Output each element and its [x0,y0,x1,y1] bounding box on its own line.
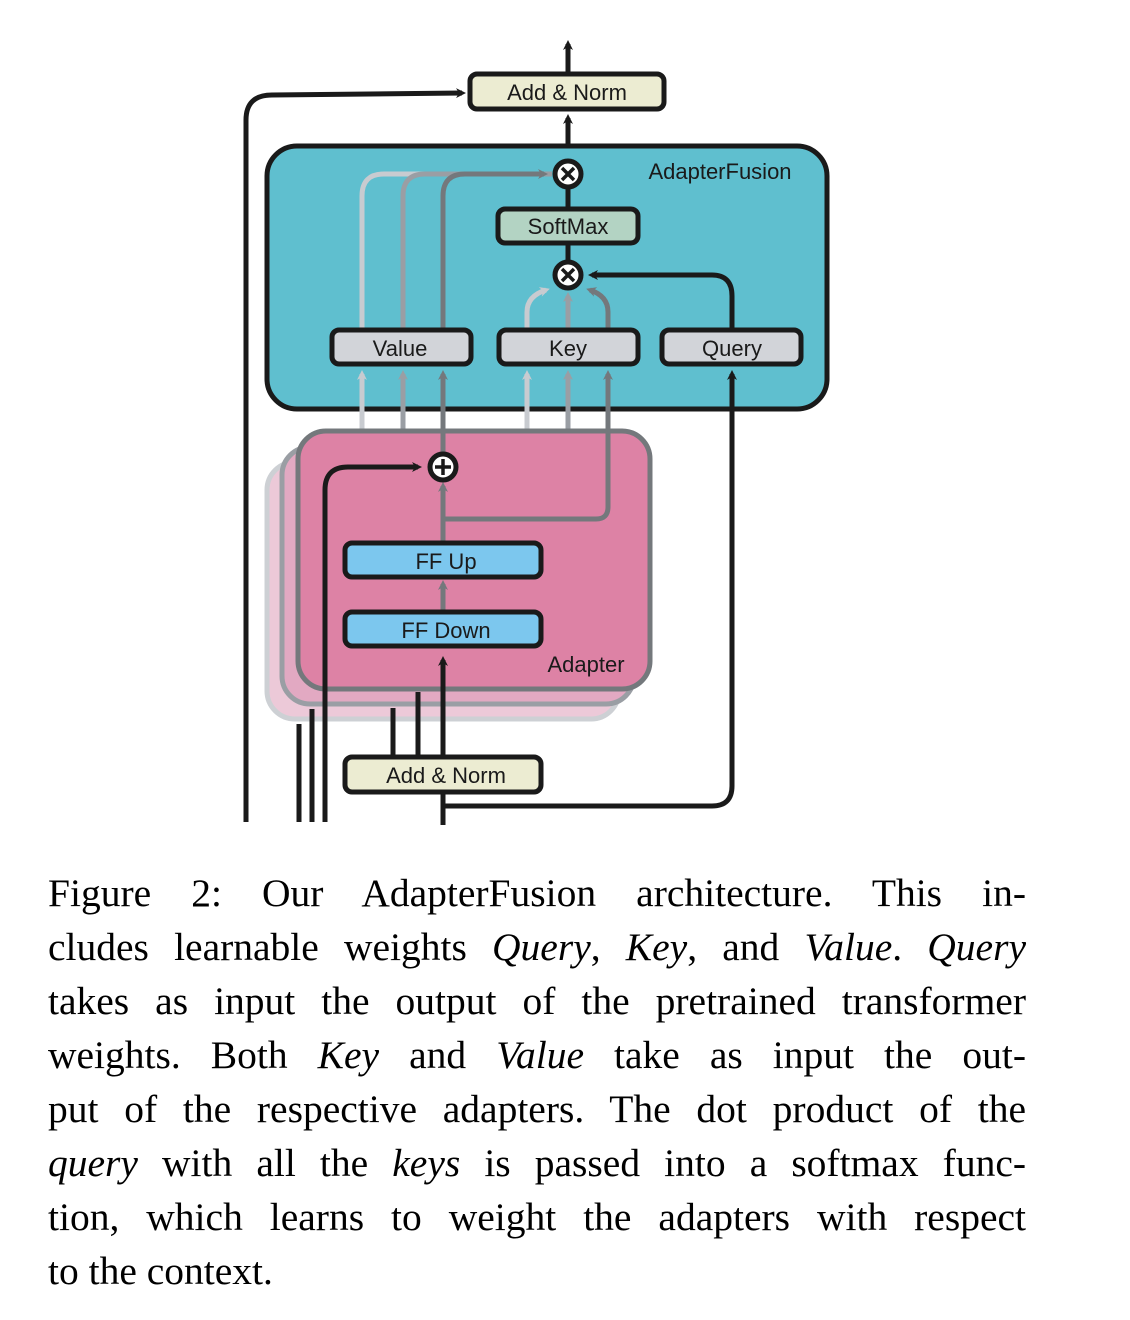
caption-italic-term: Value [804,925,893,969]
caption-line: Figure 2: Our AdapterFusion architecture… [48,866,1026,920]
ff-down-label: FF Down [401,618,490,643]
top-add-norm-box: Add & Norm [467,71,667,112]
caption-text: put of the respective adapters. The dot … [48,1087,1026,1131]
caption-text: , [590,925,626,969]
caption-text: tion, which learns to weight the adapter… [48,1195,1026,1239]
adapter-label: Adapter [547,652,624,677]
caption-text: is passed into a softmax func- [460,1141,1026,1185]
caption-text: cludes learnable weights [48,925,493,969]
caption-italic-term: Query [492,925,591,969]
value-output-line-dark [440,169,548,332]
caption-text: , and [687,925,805,969]
caption-italic-term: Key [317,1033,380,1077]
query-output-arrow [588,270,735,332]
ff-up-label: FF Up [415,549,476,574]
adapter3-to-key-line [443,370,613,522]
caption-italic-term: keys [392,1141,461,1185]
ff-up-box: FF Up [342,540,544,580]
caption-line: put of the respective adapters. The dot … [48,1082,1026,1136]
caption-line: takes as input the output of the pretrai… [48,974,1026,1028]
adapterfusion-label: AdapterFusion [648,159,791,184]
caption-text: Figure 2: Our AdapterFusion architecture… [48,871,1026,915]
input-to-query-arrow [443,370,737,809]
bottom-add-norm-box: Add & Norm [342,754,544,795]
adapter-skip-connection-arrow [322,462,422,822]
caption-text: takes as input the output of the pretrai… [48,979,1026,1023]
query-box: Query [659,327,804,367]
multiply-operator-top [552,158,584,190]
caption-line: cludes learnable weights Query, Key, and… [48,920,1026,974]
caption-text: with all the [137,1141,393,1185]
caption-italic-term: Query [927,925,1026,969]
value-box: Value [329,327,474,367]
caption-text: weights. Both [48,1033,318,1077]
key-label: Key [549,336,587,361]
figure-caption: Figure 2: Our AdapterFusion architecture… [48,866,1026,1298]
caption-text: . [892,925,928,969]
add-operator [427,451,459,483]
caption-italic-term: Value [496,1033,584,1077]
ff-down-box: FF Down [342,609,544,649]
query-label: Query [702,336,762,361]
caption-italic-term: query [48,1141,138,1185]
caption-line: tion, which learns to weight the adapter… [48,1190,1026,1244]
adapterfusion-diagram: Add & Norm AdapterFusion SoftMax Value K… [243,40,830,825]
key-output-line-light [524,287,550,332]
multiply-operator-bottom [552,259,584,291]
caption-text: take as input the out- [583,1033,1026,1077]
value-output-line-mid [400,171,552,332]
caption-text: to the context. [48,1249,273,1293]
softmax-box: SoftMax [495,206,641,246]
value-label: Value [373,336,428,361]
key-output-line-dark [586,287,611,332]
top-add-norm-label: Add & Norm [507,80,627,105]
bottom-add-norm-label: Add & Norm [386,763,506,788]
caption-line: weights. Both Key and Value take as inpu… [48,1028,1026,1082]
adapterfusion-region [264,143,830,412]
softmax-label: SoftMax [528,214,609,239]
residual-connection-arrow [243,88,466,822]
caption-line: query with all the keys is passed into a… [48,1136,1026,1190]
caption-text: and [379,1033,497,1077]
caption-line: to the context. [48,1244,1026,1298]
caption-italic-term: Key [625,925,688,969]
value-output-line-light [359,171,552,332]
key-box: Key [496,327,641,367]
